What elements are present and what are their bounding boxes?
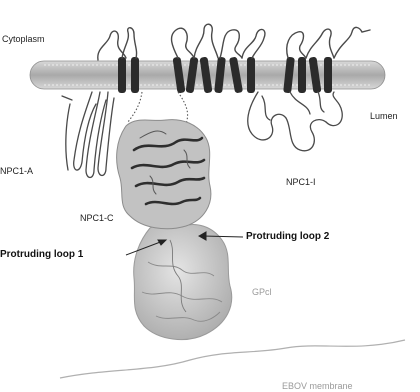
label-npc1-i: NPC1-I — [286, 178, 316, 187]
label-npc1-c: NPC1-C — [80, 214, 114, 223]
label-protruding-loop-1: Protruding loop 1 — [0, 250, 83, 260]
label-cytoplasm: Cytoplasm — [2, 35, 45, 44]
gpcl-protein-surface — [134, 225, 232, 340]
label-ebov-membrane: EBOV membrane — [282, 382, 353, 391]
linker-dotted — [128, 92, 188, 124]
npc1-c-domain — [117, 120, 211, 229]
cytoplasmic-loops — [98, 24, 370, 60]
npc1-i-domain — [248, 92, 343, 151]
label-protruding-loop-2: Protruding loop 2 — [246, 232, 329, 242]
label-lumen: Lumen — [370, 112, 398, 121]
npc1-a-domain — [62, 92, 114, 178]
label-gpcl: GPcl — [252, 288, 272, 297]
label-npc1-a: NPC1-A — [0, 167, 33, 176]
ebov-membrane-line — [60, 340, 405, 378]
